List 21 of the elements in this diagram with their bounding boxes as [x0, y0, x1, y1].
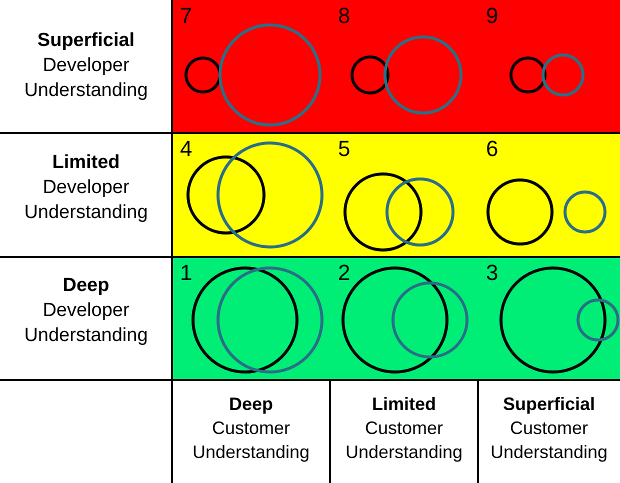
cell-number: 7: [180, 4, 192, 28]
grid-cell: [172, 257, 330, 380]
cell-number: 1: [180, 261, 192, 285]
cell-number: 9: [486, 4, 498, 28]
row-header: Deep Developer Understanding: [23, 274, 149, 348]
grid-cell: [172, 133, 330, 257]
cell-number: 2: [338, 261, 350, 285]
cell-number: 8: [338, 4, 350, 28]
cell-number: 3: [486, 261, 498, 285]
grid-cell: [172, 0, 330, 133]
row-header: Limited Developer Understanding: [23, 151, 149, 225]
column-header: Superficial Customer Understanding: [489, 393, 609, 464]
cell-number: 6: [486, 137, 498, 161]
column-header: Limited Customer Understanding: [344, 393, 464, 464]
row-header: Superficial Developer Understanding: [23, 29, 149, 103]
column-header: Deep Customer Understanding: [191, 393, 311, 464]
cell-number: 4: [180, 137, 192, 161]
grid-cell: [478, 0, 620, 133]
grid-cell: [478, 133, 620, 257]
grid-cell: [478, 257, 620, 380]
cell-number: 5: [338, 137, 350, 161]
